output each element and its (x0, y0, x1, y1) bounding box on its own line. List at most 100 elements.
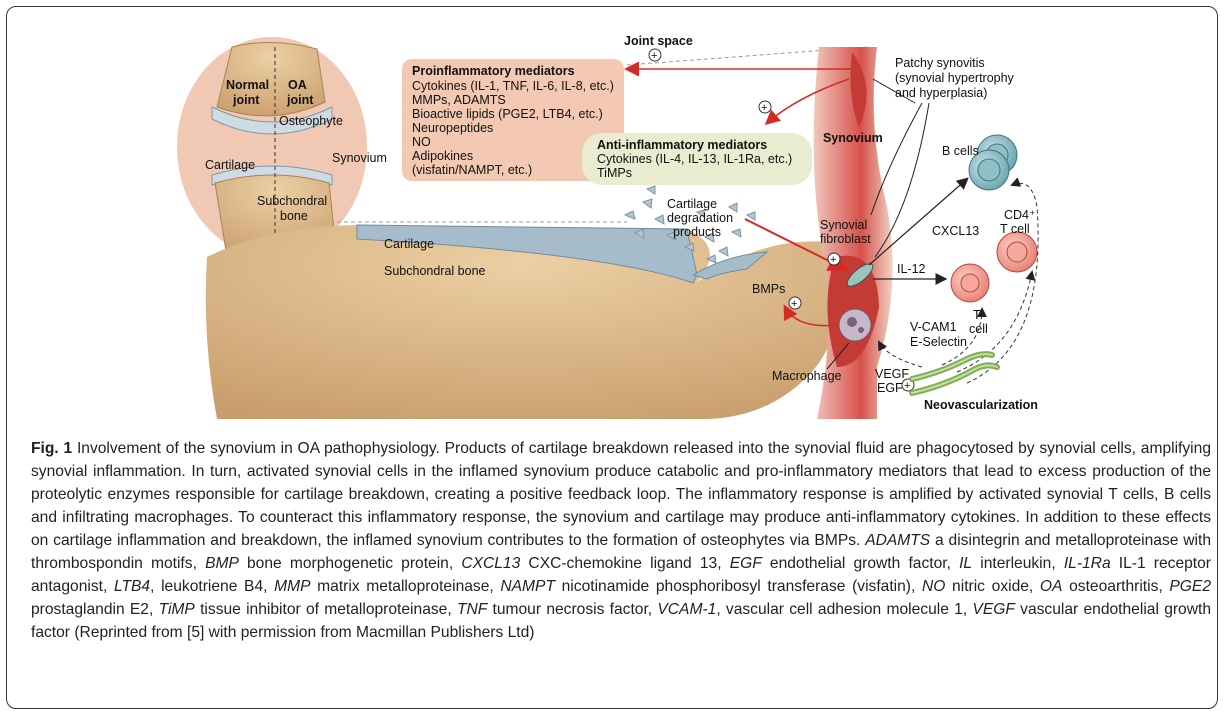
b-cells (968, 134, 1018, 191)
label-normal-joint: joint (232, 93, 260, 107)
abbr-definition: nicotinamide phosphoribosyl transferase … (554, 578, 922, 595)
label-bone: bone (280, 209, 308, 223)
abbr-term: IL-1Ra (1063, 555, 1111, 572)
label-fibroblast-2: fibroblast (820, 232, 871, 246)
label-il12: IL-12 (897, 262, 926, 276)
abbr-term: ADAMTS (865, 532, 931, 549)
pro-line-6: Adipokines (412, 149, 473, 163)
label-vegf: VEGF (875, 367, 909, 381)
plus-markers: + + + + + (648, 48, 915, 392)
abbr-definition: bone morphogenetic protein, (238, 555, 462, 572)
abbr-definition: , leukotriene B4, (150, 578, 275, 595)
label-oa: OA (288, 78, 307, 92)
dashed-arrow-t-cell (941, 307, 987, 366)
label-oa-joint: joint (286, 93, 314, 107)
pro-title: Proinflammatory mediators (412, 64, 575, 78)
label-cxcl13: CXCL13 (932, 224, 979, 238)
abbr-term: VCAM-1 (657, 601, 717, 618)
synovitis-pointer-1 (872, 78, 916, 104)
arrow-to-bmps (783, 304, 838, 327)
label-joint-space: Joint space (624, 34, 693, 48)
pro-line-7: (visfatin/NAMPT, etc.) (412, 163, 532, 177)
abbr-term: NO (922, 578, 946, 595)
label-fibroblast-1: Synovial (820, 218, 867, 232)
abbr-definition: a disintegrin and metalloproteinase with… (31, 532, 1211, 572)
label-inset-synovium: Synovium (332, 151, 387, 165)
label-degradation-1: Cartilage (667, 197, 717, 211)
abbr-term: TNF (456, 601, 488, 618)
plus-5: + (904, 380, 910, 392)
abbr-term: PGE2 (1169, 578, 1211, 595)
abbr-term: MMP (274, 578, 311, 595)
label-synovitis-3: and hyperplasia) (895, 86, 987, 100)
dashed-arrow-cd4 (956, 270, 1036, 373)
label-eselectin: E-Selectin (910, 335, 967, 349)
joint-inset: Normal joint OA joint Osteophyte Cartila… (177, 37, 387, 269)
abbr-definition: vascular endothelial growth factor (Repr… (31, 601, 1211, 641)
label-synovitis-2: (synovial hypertrophy (895, 71, 1015, 85)
label-macrophage: Macrophage (772, 369, 842, 383)
abbr-term: OA (1039, 578, 1063, 595)
arrow-cxcl13 (868, 177, 969, 266)
abbr-term: VEGF (972, 601, 1015, 618)
abbr-term: TiMP (158, 601, 195, 618)
synovium-diagram: Normal joint OA joint Osteophyte Cartila… (177, 34, 1039, 419)
plus-1: + (651, 50, 657, 62)
figure-caption: Fig. 1 Involvement of the synovium in OA… (31, 437, 1211, 644)
label-synovium: Synovium (823, 131, 883, 145)
label-cartilage: Cartilage (384, 237, 434, 251)
pro-line-2: MMPs, ADAMTS (412, 93, 506, 107)
synovitis-pointer-2 (870, 102, 923, 216)
pro-line-1: Cytokines (IL-1, TNF, IL-6, IL-8, etc.) (412, 79, 614, 93)
label-cd4: CD4⁺ (1004, 208, 1036, 222)
label-osteophyte: Osteophyte (279, 114, 343, 128)
dashed-arrow-b-cells (966, 177, 1039, 384)
figure-frame: Normal joint OA joint Osteophyte Cartila… (6, 6, 1218, 709)
label-degradation-2: degradation (667, 211, 733, 225)
label-neovascularization: Neovascularization (924, 398, 1038, 412)
pro-line-3: Bioactive lipids (PGE2, LTB4, etc.) (412, 107, 603, 121)
plus-2: + (761, 102, 767, 114)
synovitis-pointer-3 (874, 102, 930, 258)
arrow-to-antiinflammatory (764, 78, 850, 125)
neovessels (909, 351, 1000, 396)
plus-3: + (830, 254, 836, 266)
abbr-definition: tissue inhibitor of metalloproteinase, (194, 601, 457, 618)
abbr-definition: prostaglandin E2, (31, 601, 159, 618)
abbr-definition: matrix metalloproteinase, (310, 578, 501, 595)
abbr-term: LTB4 (113, 578, 151, 595)
label-bmps: BMPs (752, 282, 785, 296)
label-b-cells: B cells (942, 144, 979, 158)
label-cd4-tcell: T cell (1000, 222, 1030, 236)
abbr-term: IL (959, 555, 973, 572)
pro-line-4: Neuropeptides (412, 121, 493, 135)
abbr-definition: CXC-chemokine ligand 13, (520, 555, 730, 572)
label-inset-cartilage: Cartilage (205, 158, 255, 172)
abbr-term: EGF (729, 555, 762, 572)
label-subchondral: Subchondral (257, 194, 327, 208)
abbr-term: CXCL13 (461, 555, 521, 572)
abbr-term: BMP (205, 555, 239, 572)
caption-abbreviations: ADAMTS a disintegrin and metalloproteina… (31, 532, 1211, 641)
abbr-definition: nitric oxide, (945, 578, 1040, 595)
anti-line-2: TiMPs (597, 166, 632, 180)
abbr-definition: endothelial growth factor, (761, 555, 960, 572)
proinflammatory-box: Proinflammatory mediators Cytokines (IL-… (402, 59, 624, 181)
abbr-definition: osteoarthritis, (1062, 578, 1170, 595)
t-cell (950, 263, 990, 303)
abbr-term: NAMPT (500, 578, 555, 595)
anti-title: Anti-inflammatory mediators (597, 138, 767, 152)
caption-body: Involvement of the synovium in OA pathop… (31, 440, 1211, 549)
label-normal: Normal (226, 78, 269, 92)
anti-line-1: Cytokines (IL-4, IL-13, IL-1Ra, etc.) (597, 152, 792, 166)
abbr-definition: IL-1 receptor antagonist, (31, 555, 1211, 595)
abbr-definition: tumour necrosis factor, (487, 601, 658, 618)
main-bone: Cartilage Subchondral bone (205, 224, 839, 419)
label-synovitis-1: Patchy synovitis (895, 56, 985, 70)
plus-4: + (791, 298, 797, 310)
cd4-t-cell (996, 231, 1038, 273)
antiinflammatory-box: Anti-inflammatory mediators Cytokines (I… (582, 133, 812, 185)
label-egf: EGF (877, 381, 903, 395)
label-degradation-3: products (673, 225, 721, 239)
label-subchondral-bone: Subchondral bone (384, 264, 486, 278)
